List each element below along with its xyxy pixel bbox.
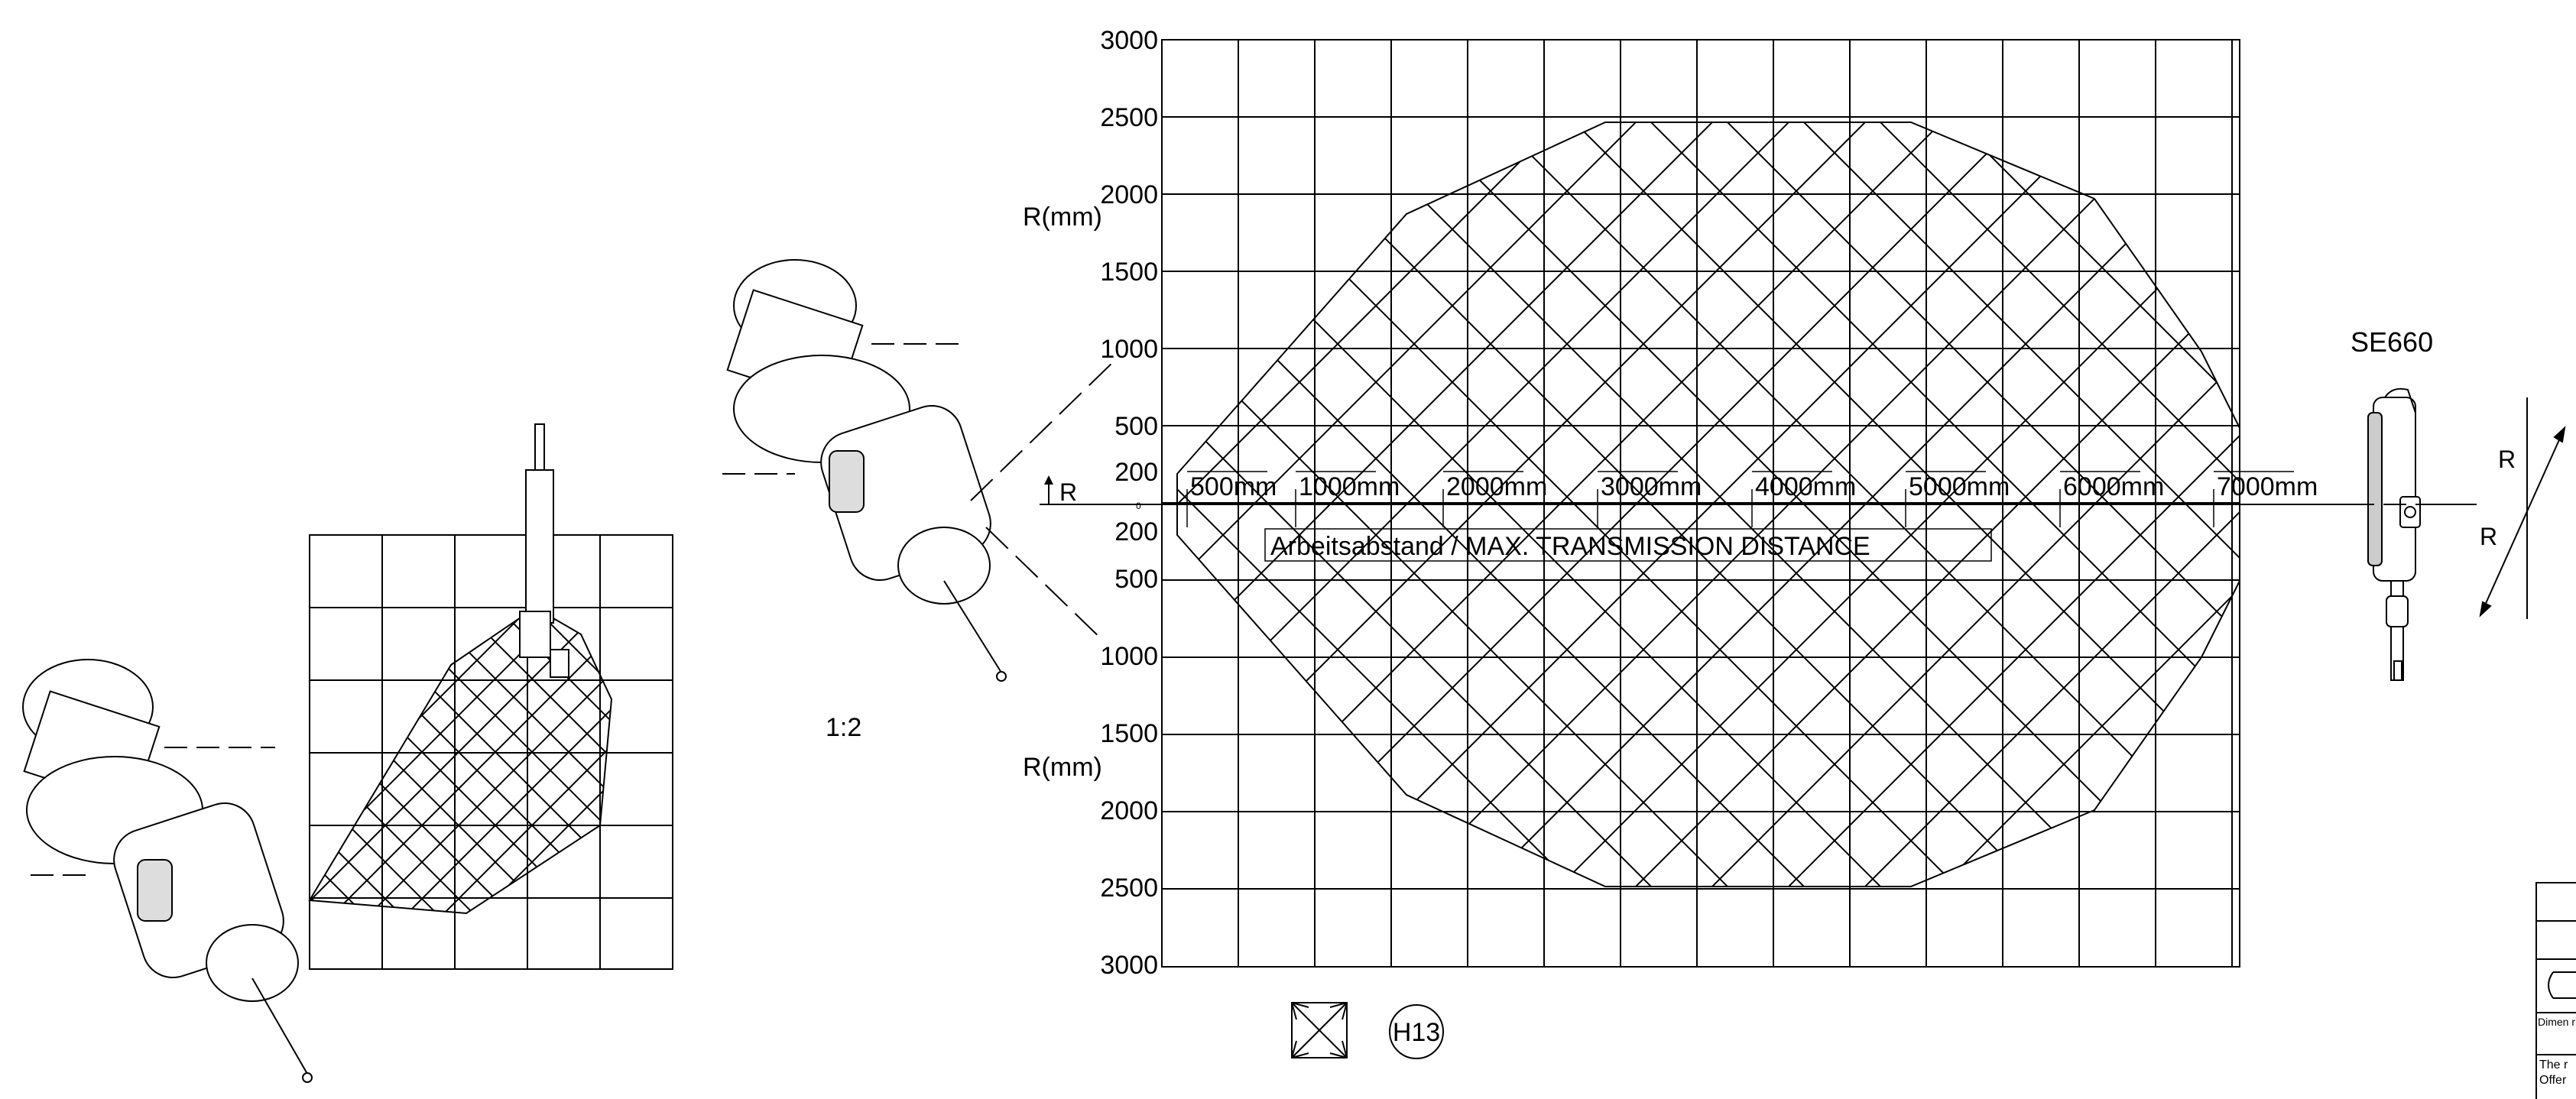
title-block-remark-1: The r [2539, 1058, 2568, 1071]
distance-caption: Arbeitsabstand / MAX. TRANSMISSION DISTA… [1264, 528, 1992, 562]
radius-axis-label-upper: R(mm) [1023, 203, 1102, 232]
distance-tick-label: 500mm [1190, 472, 1277, 501]
radius-tick-upper: 1000 [1100, 335, 1158, 364]
title-block-dimension-note: Dimen r [2538, 1016, 2575, 1028]
radius-tick-upper: 2500 [1100, 103, 1158, 132]
radius-tick-upper: 1500 [1100, 258, 1158, 287]
radius-tick-upper: 500 [1114, 412, 1158, 441]
scale-label: 1:2 [826, 713, 861, 742]
radius-tick-upper: 2000 [1100, 180, 1158, 209]
r-marker-label: R [1059, 478, 1077, 506]
distance-tick-label: 1000mm [1299, 472, 1400, 501]
receiver-angle-indicator [2479, 397, 2566, 619]
title-block [2535, 882, 2576, 1099]
distance-caption-text: Arbeitsabstand / MAX. TRANSMISSION DISTA… [1270, 532, 1870, 561]
radius-tick-lower: 2500 [1100, 874, 1158, 903]
zero-label: 0 [1136, 501, 1141, 511]
radius-tick-upper: 200 [1114, 458, 1158, 487]
cross-hatch-symbol [1291, 1002, 1348, 1058]
radius-tick-lower: 2000 [1100, 796, 1158, 825]
radius-tick-lower: 1500 [1100, 719, 1158, 748]
probe-body-icon-left [22, 659, 313, 1083]
side-probe-icon [519, 423, 569, 678]
distance-tick-label: 6000mm [2063, 472, 2164, 501]
receiver-label: SE660 [2351, 326, 2433, 358]
distance-tick-label: 4000mm [1755, 472, 1856, 501]
tolerance-label: H13 [1393, 1018, 1440, 1047]
radius-tick-lower: 3000 [1100, 951, 1158, 980]
transmission-diagram: 3000 2500 2000 1500 1000 500 200 200 500 1000 150… [1023, 26, 2477, 980]
small-reception-area [308, 606, 613, 915]
distance-tick-label: 2000mm [1446, 472, 1547, 501]
probe-body-icon-middle [722, 259, 1117, 682]
radius-tick-upper: 3000 [1100, 26, 1158, 55]
radius-ticks-lower: 200 500 1000 1500 2000 2500 3000 [1100, 517, 1158, 980]
receiver-r-label-2: R [2480, 523, 2497, 550]
radius-tick-lower: 500 [1114, 565, 1158, 594]
tolerance-badge: H13 [1389, 1004, 1444, 1059]
receiver-icon [2255, 387, 2477, 681]
distance-tick-label: 5000mm [1909, 472, 2010, 501]
title-block-remark-2: Offer [2539, 1074, 2567, 1087]
small-reception-grid [308, 534, 673, 970]
distance-tick-label: 3000mm [1601, 472, 1702, 501]
distance-tick-label: 7000mm [2217, 472, 2318, 501]
radius-tick-lower: 200 [1114, 517, 1158, 546]
r-marker: R [1044, 475, 1077, 506]
radius-ticks-upper: 3000 2500 2000 1500 1000 500 200 [1100, 26, 1158, 487]
radius-tick-lower: 1000 [1100, 642, 1158, 671]
distance-ticks: 500mm 1000mm 2000mm 3000mm 4000mm 5000mm 6000m… [1186, 471, 2318, 527]
receiver-r-label-1: R [2498, 446, 2516, 473]
radius-axis-label-lower: R(mm) [1023, 753, 1102, 782]
